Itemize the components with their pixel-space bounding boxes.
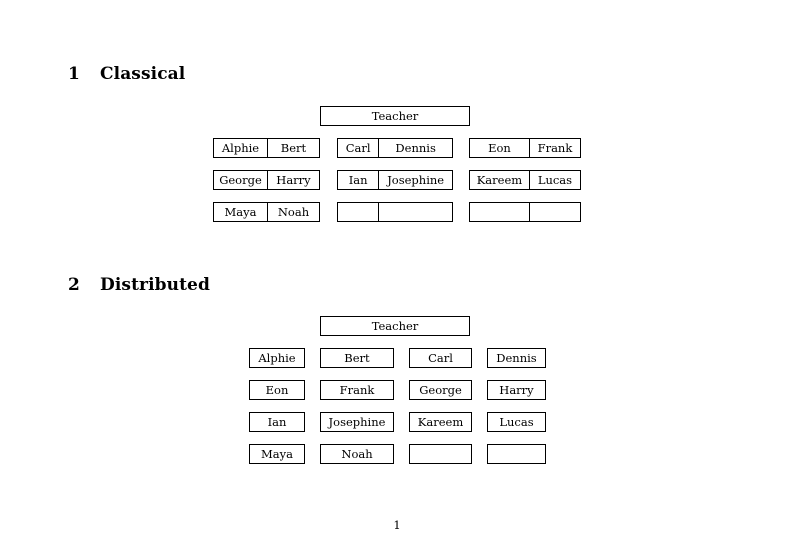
student-pair-group: Eon Frank — [469, 138, 581, 158]
student-cell-empty — [378, 203, 452, 221]
student-cell: Ian — [348, 173, 368, 187]
student-box: Lucas — [487, 412, 546, 432]
student-box: Carl — [409, 348, 472, 368]
student-cell: George — [219, 173, 262, 187]
section-number: 2 — [68, 275, 80, 295]
student-box: Bert — [320, 348, 394, 368]
student-box: Josephine — [320, 412, 394, 432]
student-cell-empty — [470, 203, 529, 221]
student-cell: Maya — [224, 205, 257, 219]
student-pair-group: Alphie Bert — [213, 138, 320, 158]
student-cell: Kareem — [476, 173, 523, 187]
student-cell: Bert — [266, 139, 319, 157]
student-box-empty — [487, 444, 546, 464]
section-heading-distributed: 2 Distributed — [68, 275, 210, 295]
student-cell-empty — [528, 203, 580, 221]
student-pair-group-empty — [469, 202, 581, 222]
student-cell: Carl — [345, 141, 371, 155]
section-heading-classical: 1 Classical — [68, 64, 185, 84]
student-box: Alphie — [249, 348, 305, 368]
student-pair-group: Maya Noah — [213, 202, 320, 222]
student-box: Eon — [249, 380, 305, 400]
student-pair-group: Ian Josephine — [337, 170, 453, 190]
student-cell-empty — [338, 203, 378, 221]
student-cell: Alphie — [221, 141, 260, 155]
student-box: Harry — [487, 380, 546, 400]
student-cell: Dennis — [378, 139, 452, 157]
student-box: Frank — [320, 380, 394, 400]
student-box: Kareem — [409, 412, 472, 432]
student-cell: Harry — [266, 171, 319, 189]
section-title: Classical — [100, 64, 186, 84]
student-box: Ian — [249, 412, 305, 432]
student-cell: Lucas — [528, 171, 580, 189]
teacher-box-distributed: Teacher — [320, 316, 470, 336]
student-box: Maya — [249, 444, 305, 464]
student-pair-group-empty — [337, 202, 453, 222]
student-pair-group: Carl Dennis — [337, 138, 453, 158]
student-cell: Noah — [266, 203, 319, 221]
section-number: 1 — [68, 64, 80, 84]
student-box-empty — [409, 444, 472, 464]
student-box: Noah — [320, 444, 394, 464]
student-cell: Frank — [528, 139, 580, 157]
teacher-box-classical: Teacher — [320, 106, 470, 126]
section-title: Distributed — [100, 275, 210, 295]
student-cell: Josephine — [378, 171, 452, 189]
student-box: George — [409, 380, 472, 400]
page-number: 1 — [393, 518, 401, 532]
student-pair-group: George Harry — [213, 170, 320, 190]
student-pair-group: Kareem Lucas — [469, 170, 581, 190]
student-cell: Eon — [488, 141, 511, 155]
student-box: Dennis — [487, 348, 546, 368]
